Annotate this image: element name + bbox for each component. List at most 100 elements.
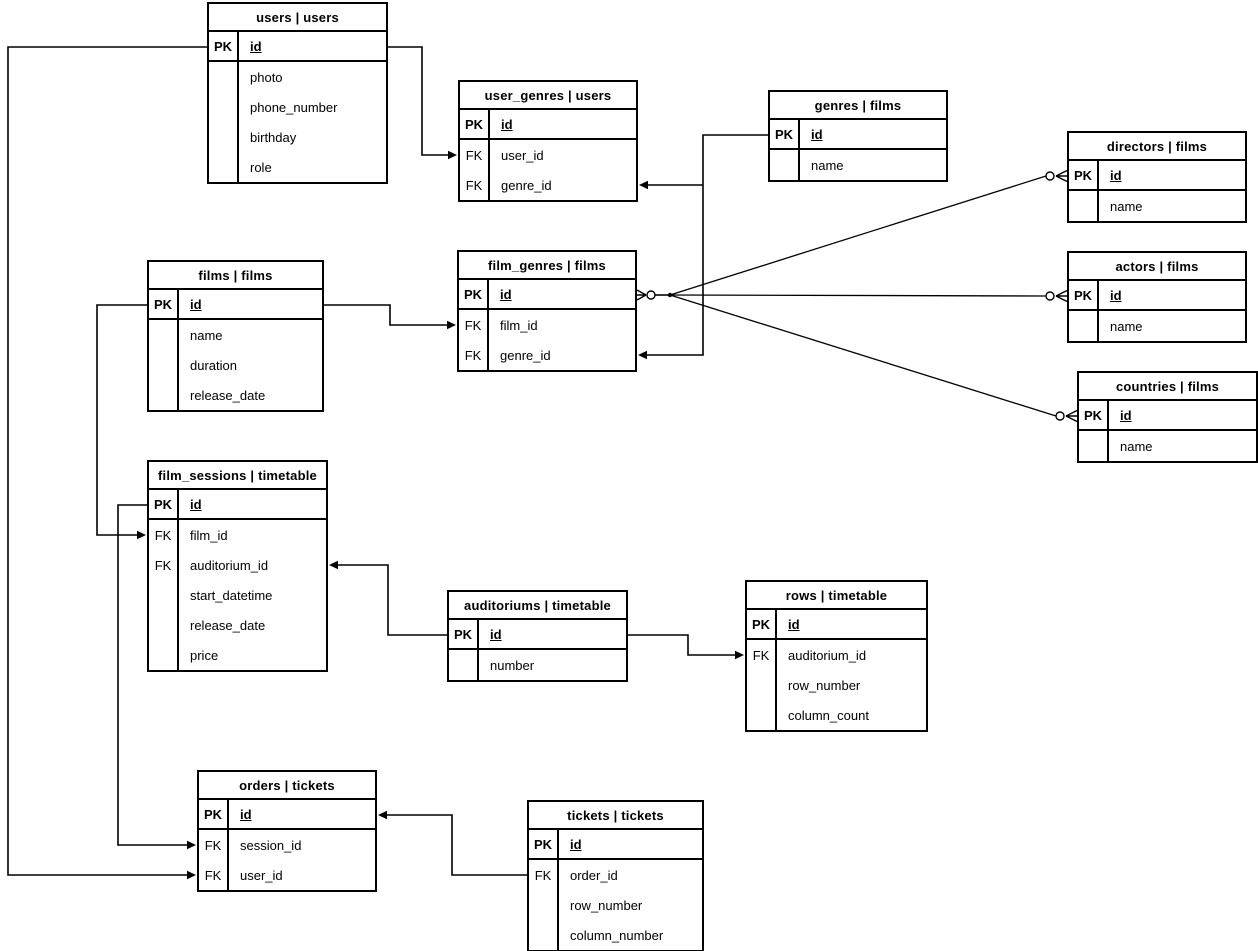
table-row: FK genre_id [459, 340, 635, 370]
key-badge [529, 920, 559, 950]
table-row: release_date [149, 380, 322, 410]
fk-badge: FK [199, 860, 229, 890]
table-row: price [149, 640, 326, 670]
fk-badge: FK [459, 310, 489, 340]
table-directors[interactable]: directors | films PK id name [1067, 131, 1247, 223]
table-row: duration [149, 350, 322, 380]
field-name: id [250, 38, 262, 54]
table-users[interactable]: users | users PK id photo phone_number b… [207, 2, 388, 184]
table-title: user_genres | users [460, 82, 636, 110]
table-auditoriums[interactable]: auditoriums | timetable PK id number [447, 590, 628, 682]
table-row: FK user_id [199, 860, 375, 890]
table-row: PK id [459, 280, 635, 310]
table-row: FK auditorium_id [149, 550, 326, 580]
pk-badge: PK [747, 610, 777, 638]
field-name: name [1110, 318, 1143, 334]
table-title: genres | films [770, 92, 946, 120]
table-row: FK session_id [199, 830, 375, 860]
relationship-users-orders[interactable] [7, 46, 207, 880]
field-name: id [190, 496, 202, 512]
field-name: column_count [788, 707, 869, 723]
table-user_genres[interactable]: user_genres | users PK id FK user_id FK … [458, 80, 638, 202]
pk-badge: PK [529, 830, 559, 858]
relationship-film_genres-directors[interactable] [669, 169, 1068, 296]
relationship-film_sessions-orders[interactable] [117, 504, 196, 850]
field-name: genre_id [500, 347, 551, 363]
table-tickets[interactable]: tickets | tickets PK id FK order_id row_… [527, 800, 704, 951]
relationship-film_genres-junction[interactable] [636, 289, 673, 301]
field-name: id [1110, 287, 1122, 303]
table-film_genres[interactable]: film_genres | films PK id FK film_id FK … [457, 250, 637, 372]
arrowhead-icon [329, 560, 338, 570]
crow-foot-icon [1055, 169, 1068, 183]
table-row: PK id [1079, 401, 1256, 431]
field-name: id [240, 806, 252, 822]
field-name: column_number [570, 927, 664, 943]
table-row: release_date [149, 610, 326, 640]
table-row: PK id [770, 120, 946, 150]
field-name: id [1120, 407, 1132, 423]
relationship-tickets-orders[interactable] [378, 810, 527, 876]
key-badge [149, 320, 179, 350]
zero-circle-icon [1055, 411, 1065, 421]
table-row: FK film_id [149, 520, 326, 550]
table-row: PK id [460, 110, 636, 140]
relationship-genres-film_genres[interactable] [638, 134, 768, 360]
table-title: users | users [209, 4, 386, 32]
field-name: start_datetime [190, 587, 273, 603]
table-row: FK user_id [460, 140, 636, 170]
field-name: auditorium_id [190, 557, 269, 573]
pk-badge: PK [209, 32, 239, 60]
relationship-users-user_genres[interactable] [388, 46, 457, 160]
field-name: id [788, 616, 800, 632]
pk-badge: PK [149, 490, 179, 518]
field-name: film_id [190, 527, 228, 543]
field-name: film_id [500, 317, 538, 333]
crow-foot-icon [1055, 289, 1068, 303]
relationship-genres-user_genres[interactable] [639, 180, 703, 190]
key-badge [149, 610, 179, 640]
table-rows[interactable]: rows | timetable PK id FK auditorium_id … [745, 580, 928, 732]
field-name: name [1120, 438, 1153, 454]
field-name: id [570, 836, 582, 852]
key-badge [149, 350, 179, 380]
table-row: row_number [529, 890, 702, 920]
table-row: FK film_id [459, 310, 635, 340]
table-actors[interactable]: actors | films PK id name [1067, 251, 1247, 343]
fk-badge: FK [747, 640, 777, 670]
fk-badge: FK [459, 340, 489, 370]
relationship-auditoriums-film_sessions[interactable] [329, 560, 447, 636]
field-name: row_number [788, 677, 861, 693]
table-row: column_count [747, 700, 926, 730]
relationship-film_genres-actors[interactable] [669, 289, 1068, 303]
field-name: auditorium_id [788, 647, 867, 663]
field-name: id [490, 626, 502, 642]
arrowhead-icon [639, 180, 648, 190]
table-row: name [770, 150, 946, 180]
table-row: FK auditorium_id [747, 640, 926, 670]
field-name: duration [190, 357, 237, 373]
zero-circle-icon [1045, 171, 1055, 181]
table-title: auditoriums | timetable [449, 592, 626, 620]
table-genres[interactable]: genres | films PK id name [768, 90, 948, 182]
table-orders[interactable]: orders | tickets PK id FK session_id FK … [197, 770, 377, 892]
field-name: order_id [570, 867, 618, 883]
key-badge [770, 150, 800, 180]
table-title: directors | films [1069, 133, 1245, 161]
table-film_sessions[interactable]: film_sessions | timetable PK id FK film_… [147, 460, 328, 672]
field-name: name [811, 157, 844, 173]
relationship-films-film_sessions[interactable] [96, 304, 147, 540]
relationship-auditoriums-rows[interactable] [628, 634, 744, 660]
zero-circle-icon [646, 290, 656, 300]
field-name: genre_id [501, 177, 552, 193]
key-badge [149, 640, 179, 670]
key-badge [747, 670, 777, 700]
relationship-films-film_genres[interactable] [324, 304, 456, 330]
table-row: PK id [449, 620, 626, 650]
relationship-film_genres-countries[interactable] [669, 294, 1078, 423]
table-films[interactable]: films | films PK id name duration releas… [147, 260, 324, 412]
table-title: film_genres | films [459, 252, 635, 280]
field-name: name [1110, 198, 1143, 214]
table-countries[interactable]: countries | films PK id name [1077, 371, 1258, 463]
